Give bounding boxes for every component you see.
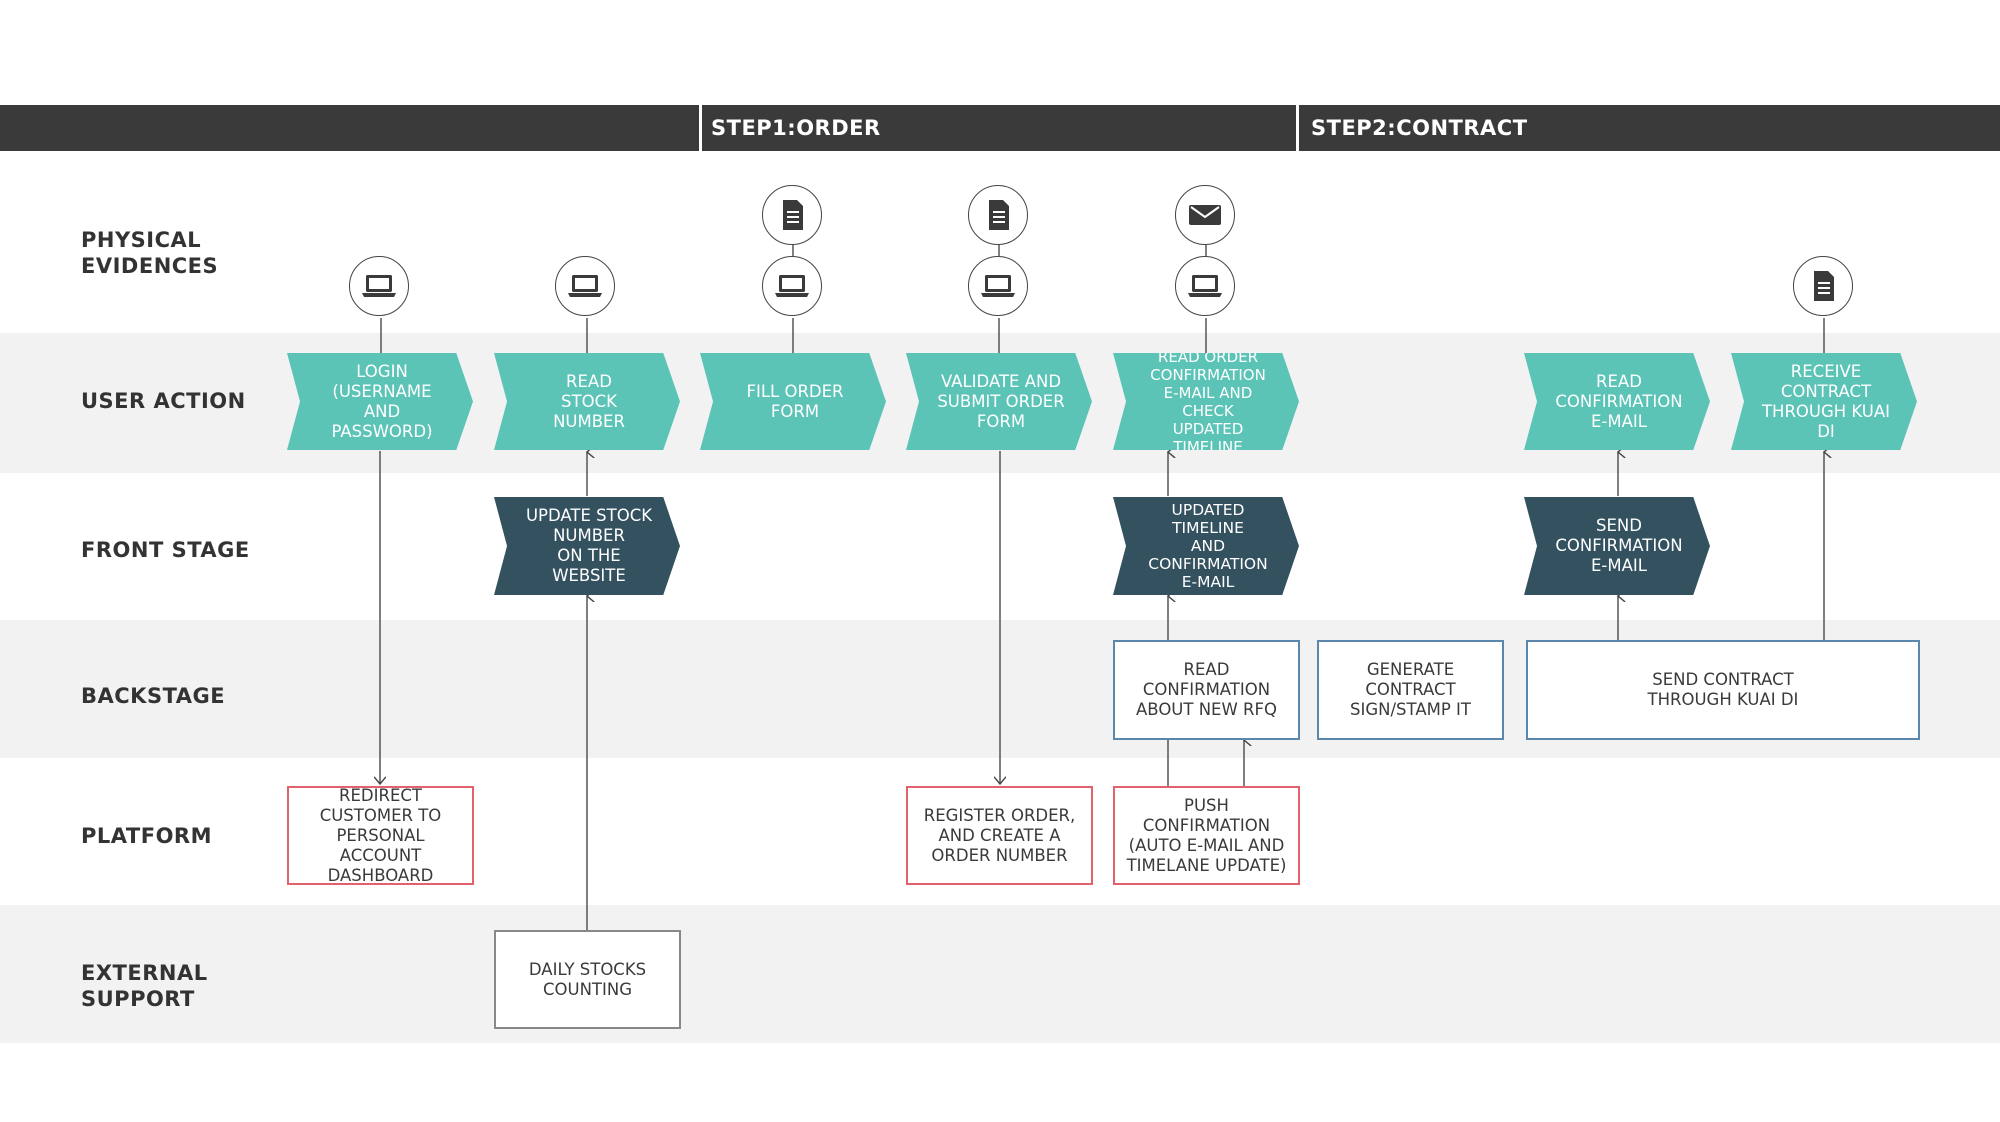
backstage-send-contract: SEND CONTRACT THROUGH KUAI DI (1526, 640, 1920, 740)
platform-redirect: REDIRECT CUSTOMER TO PERSONAL ACCOUNT DA… (287, 786, 474, 885)
user-action-validate: VALIDATE AND SUBMIT ORDER FORM (906, 353, 1092, 450)
step1-header: STEP1:ORDER (711, 116, 881, 140)
front-stage-send-confirmation: SEND CONFIRMATION E-MAIL (1524, 497, 1710, 595)
backstage-read-confirmation-text: READ CONFIRMATION ABOUT NEW RFQ (1136, 660, 1277, 719)
header-bar (0, 105, 2000, 151)
lane-label-backstage: BACKSTAGE (81, 684, 226, 708)
lane-label-user-action: USER ACTION (81, 389, 246, 413)
front-stage-send-confirmation-text: SEND CONFIRMATION E-MAIL (1555, 516, 1683, 575)
lane-label-external-support: EXTERNAL SUPPORT (81, 960, 208, 1012)
user-action-fill-order-text: FILL ORDER FORM (746, 381, 844, 421)
external-daily-stocks-text: DAILY STOCKS COUNTING (528, 959, 647, 999)
document-icon (968, 185, 1028, 245)
backstage-read-confirmation: READ CONFIRMATION ABOUT NEW RFQ (1113, 640, 1300, 740)
user-action-read-stock: READ STOCK NUMBER (494, 353, 680, 450)
laptop-icon (762, 256, 822, 316)
user-action-read-stock-text: READ STOCK NUMBER (553, 371, 625, 431)
platform-register-order-text: REGISTER ORDER, AND CREATE A ORDER NUMBE… (923, 805, 1076, 865)
email-icon (1175, 185, 1235, 245)
header-divider (1296, 105, 1299, 151)
laptop-icon (349, 256, 409, 316)
front-stage-updated-timeline-text: UPDATED TIMELINE AND CONFIRMATION E-MAIL (1148, 501, 1268, 591)
user-action-login: LOGIN (USERNAME AND PASSWORD) (287, 353, 473, 450)
user-action-read-confirmation-email-text: READ CONFIRMATION E-MAIL (1555, 371, 1683, 431)
lane-label-line: EXTERNAL (81, 961, 208, 985)
backstage-send-contract-text: SEND CONTRACT THROUGH KUAI DI (1647, 670, 1799, 709)
platform-register-order: REGISTER ORDER, AND CREATE A ORDER NUMBE… (906, 786, 1093, 885)
front-stage-update-stock: UPDATE STOCK NUMBER ON THE WEBSITE (494, 497, 680, 595)
lane-label-physical-evidences: PHYSICAL EVIDENCES (81, 227, 218, 279)
front-stage-update-stock-text: UPDATE STOCK NUMBER ON THE WEBSITE (525, 506, 653, 585)
user-action-login-text: LOGIN (USERNAME AND PASSWORD) (331, 361, 433, 441)
lane-label-platform: PLATFORM (81, 824, 212, 848)
platform-push-confirmation-text: PUSH CONFIRMATION (AUTO E-MAIL AND TIMEL… (1126, 795, 1287, 875)
laptop-icon (968, 256, 1028, 316)
user-action-fill-order: FILL ORDER FORM (700, 353, 886, 450)
lane-label-line: EVIDENCES (81, 254, 219, 278)
header-divider (699, 105, 702, 151)
lane-label-front-stage: FRONT STAGE (81, 538, 250, 562)
user-action-read-order-confirmation-text: READ ORDER CONFIRMATION E-MAIL AND CHECK… (1150, 347, 1266, 456)
user-action-read-confirmation-email: READ CONFIRMATION E-MAIL (1524, 353, 1710, 450)
platform-redirect-text: REDIRECT CUSTOMER TO PERSONAL ACCOUNT DA… (319, 785, 442, 885)
step2-header: STEP2:CONTRACT (1311, 116, 1528, 140)
backstage-generate-contract-text: GENERATE CONTRACT SIGN/STAMP IT (1350, 660, 1471, 719)
lane-label-line: PHYSICAL (81, 228, 202, 252)
user-action-receive-contract: RECEIVE CONTRACT THROUGH KUAI DI (1731, 353, 1917, 450)
user-action-receive-contract-text: RECEIVE CONTRACT THROUGH KUAI DI (1761, 361, 1891, 441)
user-action-validate-text: VALIDATE AND SUBMIT ORDER FORM (937, 371, 1065, 431)
front-stage-updated-timeline: UPDATED TIMELINE AND CONFIRMATION E-MAIL (1113, 497, 1299, 595)
backstage-generate-contract: GENERATE CONTRACT SIGN/STAMP IT (1317, 640, 1504, 740)
external-daily-stocks: DAILY STOCKS COUNTING (494, 930, 681, 1029)
laptop-icon (1175, 256, 1235, 316)
lane-band-external (0, 905, 2000, 1043)
user-action-read-order-confirmation: READ ORDER CONFIRMATION E-MAIL AND CHECK… (1113, 353, 1299, 450)
platform-push-confirmation: PUSH CONFIRMATION (AUTO E-MAIL AND TIMEL… (1113, 786, 1300, 885)
document-icon (1793, 256, 1853, 316)
document-icon (762, 185, 822, 245)
laptop-icon (555, 256, 615, 316)
lane-label-line: SUPPORT (81, 987, 195, 1011)
